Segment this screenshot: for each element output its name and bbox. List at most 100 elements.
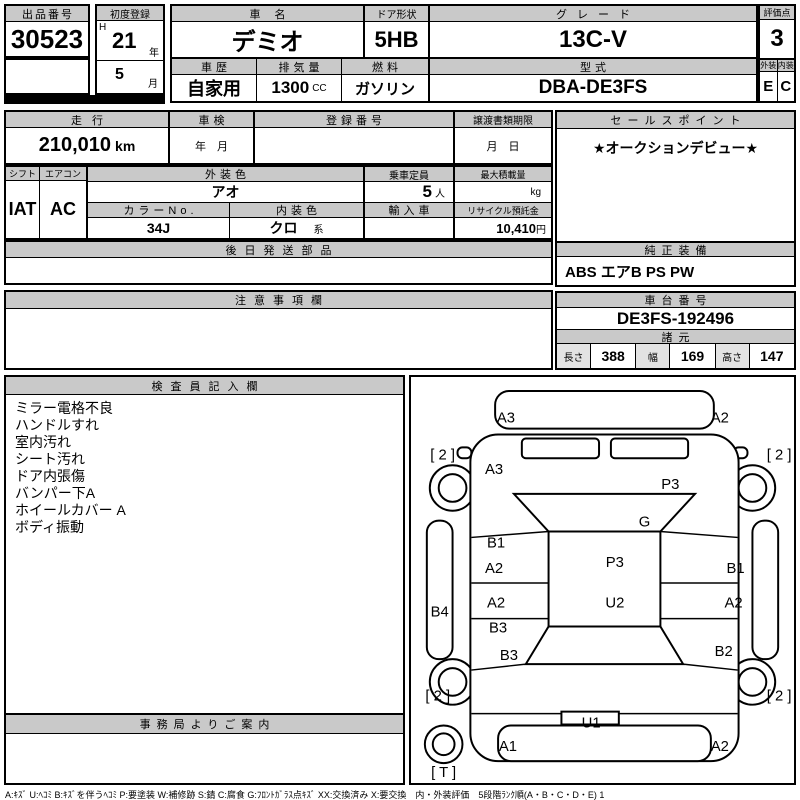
aircon-value: AC (50, 199, 76, 219)
shaken-label: 車検 (170, 112, 253, 128)
displacement-label: 排気量 (257, 59, 341, 75)
grade-label: グレード (430, 6, 756, 22)
int-color-value: クロ 系 (230, 218, 363, 238)
damage-label: G (639, 515, 651, 531)
capacity-label: 乗車定員 (365, 167, 453, 182)
score-box: 評価点 3 外装 内装 E C (758, 4, 796, 103)
mileage-label: 走行 (6, 112, 168, 128)
equip-row: シフト IAT エアコン AC 外装色 アオ カラーNo. 34J 内装色 クロ… (4, 165, 553, 240)
color-cells: 外装色 アオ カラーNo. 34J 内装色 クロ 系 (88, 167, 365, 238)
first-reg-box: 初度登録 H 21 年 5 月 (95, 4, 165, 95)
damage-label: B4 (431, 605, 449, 621)
capacity-number: 5 (422, 182, 432, 201)
year-unit: 年 (149, 48, 159, 59)
inspector-note: ハンドルすれ (15, 417, 99, 433)
inspector-note: 室内汚れ (15, 434, 71, 450)
door-value: 5HB (374, 26, 419, 52)
first-reg-year-cell: H 21 年 (97, 21, 163, 61)
door-label: ドア形状 (365, 6, 428, 22)
sales-label: セールスポイント (557, 112, 794, 129)
int-color-unit: 系 (313, 224, 324, 236)
grade-value: 13C-V (558, 25, 628, 53)
int-color-name: クロ (269, 220, 298, 236)
auction-no-box: 出品番号 30523 (4, 4, 90, 58)
damage-label: U2 (605, 596, 624, 612)
empty-box (4, 58, 90, 95)
car-name-label: 車名 (172, 6, 363, 22)
equipment-value: ABS エアB PS PW (565, 263, 695, 281)
import-cell: 輸入車 (365, 203, 453, 238)
max-load-value: kg (530, 186, 541, 198)
inspector-notes: ミラー電格不良 ハンドルすれ 室内汚れ シート汚れ ドア内張傷 バンパー下A ホ… (6, 395, 403, 541)
separator-bar (4, 95, 165, 104)
capacity-unit: 人 (435, 188, 445, 200)
damage-label: [ 2 ] (430, 447, 455, 463)
spec-label: 諸元 (557, 329, 794, 344)
history-cell: 車歴 自家用 (172, 59, 257, 101)
damage-labels: A3 A2 [ 2 ] [ 2 ] A3 P3 B1 G A2 P3 B1 A2… (425, 411, 791, 781)
inspector-label: 検査員記入欄 (6, 377, 403, 395)
damage-label: A3 (485, 462, 503, 478)
height-value: 147 (760, 348, 784, 364)
spare-tire (423, 724, 464, 765)
damage-label: P3 (661, 477, 679, 493)
ext-color-cell: 外装色 アオ (88, 167, 363, 203)
shift-cell: シフト IAT (6, 167, 40, 238)
vehicle-info-box: 車名 デミオ ドア形状 5HB グレード 13C-V 車歴 自家用 排気量 13… (170, 4, 758, 103)
damage-label: B1 (487, 535, 505, 551)
grade-cell: グレード 13C-V (430, 6, 756, 57)
parts-label: 後日発送部品 (6, 242, 551, 258)
left-sill (425, 519, 454, 661)
equipment-label: 純正装備 (557, 241, 794, 257)
import-label: 輸入車 (365, 203, 453, 218)
shaken-value: 年 月 (195, 140, 228, 153)
reg-no-value (255, 128, 453, 163)
exterior-grade: E (760, 72, 778, 101)
diagram-box: A3 A2 [ 2 ] [ 2 ] A3 P3 B1 G A2 P3 B1 A2… (409, 375, 796, 785)
width-value: 169 (670, 344, 716, 368)
notice-content (6, 309, 551, 368)
model-cell: 型式 DBA-DE3FS (430, 59, 756, 101)
history-value: 自家用 (187, 79, 241, 99)
era-letter: H (99, 22, 107, 33)
damage-label: B1 (727, 561, 745, 577)
mileage-number: 210,010 (38, 134, 112, 156)
front-left-wheel (428, 464, 477, 512)
inspector-note: バンパー下A (15, 485, 96, 501)
mileage-unit: km (115, 137, 136, 154)
sales-equip-box: セールスポイント ★オークションデビュー★ 純正装備 ABS エアB PS PW (555, 110, 796, 287)
door-cell: ドア形状 5HB (365, 6, 430, 57)
notice-box: 注意事項欄 (4, 290, 553, 370)
interior-grade: C (780, 78, 792, 95)
reg-no-cell: 登録番号 (255, 112, 455, 163)
recycle-number: 10,410 (496, 220, 536, 236)
damage-label: A2 (485, 561, 503, 577)
car-name-value: デミオ (231, 29, 304, 56)
recycle-unit: 円 (536, 224, 546, 236)
inspector-note: ボディ振動 (15, 519, 85, 535)
int-color-label: 内装色 (230, 203, 363, 218)
score-value: 3 (770, 25, 784, 52)
damage-label: A1 (499, 739, 517, 755)
max-load-label: 最大積載量 (455, 167, 551, 182)
spec-values: 長さ 388 幅 169 高さ 147 (557, 344, 794, 368)
color-no-cell: カラーNo. 34J (88, 203, 230, 238)
chassis-label: 車台番号 (557, 293, 794, 308)
right-headlight (609, 437, 690, 460)
parts-box: 後日発送部品 (4, 240, 553, 285)
rear-bumper (497, 724, 712, 763)
width-label: 幅 (636, 344, 671, 368)
chassis-no: DE3FS-192496 (616, 308, 735, 328)
left-mirror (456, 446, 473, 460)
length-label: 長さ (557, 344, 591, 368)
month-unit: 月 (148, 79, 158, 90)
inspector-note: ドア内張傷 (15, 468, 85, 484)
transfer-value: 月 日 (486, 140, 520, 153)
